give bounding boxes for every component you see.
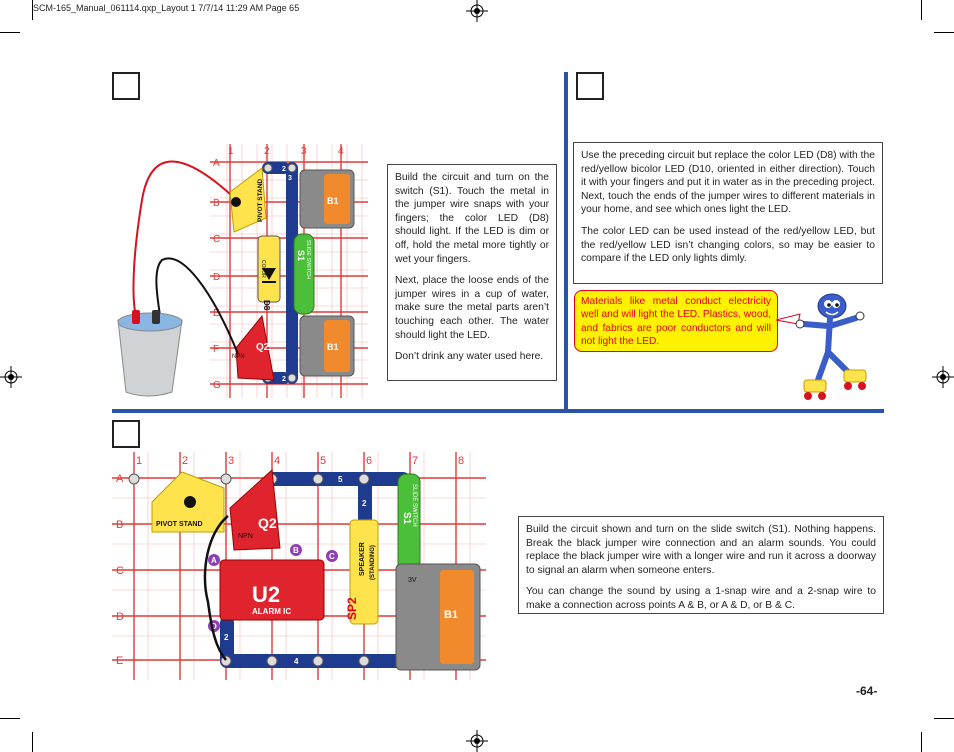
instructions-paragraph: Next, place the loose ends of the jumper… bbox=[395, 275, 549, 341]
row-label: A bbox=[213, 158, 220, 169]
svg-text:S1: S1 bbox=[296, 250, 306, 261]
svg-text:D: D bbox=[211, 622, 217, 631]
row-label: C bbox=[213, 234, 220, 245]
svg-text:A: A bbox=[211, 556, 217, 565]
row-label: E bbox=[116, 655, 123, 667]
col-label: 4 bbox=[274, 455, 280, 467]
registration-mark-top bbox=[466, 0, 488, 22]
svg-text:2: 2 bbox=[282, 376, 286, 383]
project-number-box-3 bbox=[112, 420, 140, 448]
svg-text:5: 5 bbox=[338, 475, 343, 484]
svg-text:(STANDING): (STANDING) bbox=[370, 545, 376, 580]
svg-text:D8: D8 bbox=[262, 300, 271, 311]
svg-text:S1: S1 bbox=[401, 512, 412, 525]
row-label: F bbox=[213, 344, 219, 355]
svg-text:SP2: SP2 bbox=[345, 597, 359, 620]
col-label: 3 bbox=[301, 146, 307, 157]
row-label: E bbox=[213, 308, 220, 319]
svg-text:3V: 3V bbox=[408, 577, 417, 584]
svg-text:B1: B1 bbox=[444, 609, 458, 621]
svg-text:U2: U2 bbox=[252, 582, 280, 607]
svg-text:ALARM IC: ALARM IC bbox=[252, 607, 291, 616]
col-label: 5 bbox=[320, 455, 326, 467]
row-label: B bbox=[213, 198, 220, 209]
vertical-divider bbox=[564, 72, 568, 410]
svg-text:2: 2 bbox=[362, 499, 367, 508]
row-label: A bbox=[116, 473, 124, 485]
col-label: 1 bbox=[136, 455, 142, 467]
horizontal-divider bbox=[112, 409, 884, 413]
tip-callout: Materials like metal conduct electricity… bbox=[574, 290, 778, 352]
instructions-paragraph: Don’t drink any water used here. bbox=[395, 351, 544, 363]
instructions-paragraph: You can change the sound by using a 1-sn… bbox=[526, 586, 876, 611]
col-label: 6 bbox=[366, 455, 372, 467]
svg-text:PIVOT STAND: PIVOT STAND bbox=[156, 521, 203, 528]
svg-text:B: B bbox=[293, 546, 299, 555]
svg-text:B1: B1 bbox=[327, 342, 339, 352]
circuit-diagram-bottom: 1 2 3 4 5 6 7 8 A B C D E 4 5 2 2 PIVOT … bbox=[112, 452, 486, 680]
col-label: 4 bbox=[338, 146, 344, 157]
registration-mark-right bbox=[932, 366, 954, 388]
col-label: 1 bbox=[228, 146, 234, 157]
svg-text:Q2: Q2 bbox=[258, 515, 277, 531]
page-number: -64- bbox=[856, 684, 878, 698]
instructions-paragraph: The color LED can be used instead of the… bbox=[581, 225, 875, 265]
svg-text:NPN: NPN bbox=[232, 354, 245, 360]
col-label: 2 bbox=[182, 455, 188, 467]
svg-text:3: 3 bbox=[288, 175, 292, 182]
registration-mark-left bbox=[0, 366, 22, 388]
file-header: SCM-165_Manual_061114.qxp_Layout 1 7/7/1… bbox=[33, 3, 300, 13]
instructions-paragraph: Build the circuit shown and turn on the … bbox=[526, 524, 876, 576]
svg-text:SPEAKER: SPEAKER bbox=[359, 542, 366, 576]
project-number-box-1 bbox=[112, 72, 140, 100]
svg-text:COLOR: COLOR bbox=[260, 260, 266, 278]
svg-text:2: 2 bbox=[282, 166, 286, 173]
col-label: 2 bbox=[264, 146, 270, 157]
row-label: B bbox=[116, 519, 123, 531]
registration-mark-bottom bbox=[466, 730, 488, 752]
project-number-box-2 bbox=[576, 72, 604, 100]
svg-text:4: 4 bbox=[294, 657, 299, 666]
svg-text:B1: B1 bbox=[327, 196, 339, 206]
circuit-diagram-top: 1 2 3 4 A B C D E F G 2 2 3 PIVOT STAND … bbox=[117, 144, 368, 398]
svg-text:Q2: Q2 bbox=[256, 342, 270, 353]
svg-text:SLIDE SWITCH: SLIDE SWITCH bbox=[305, 240, 311, 279]
instructions-box-top-left: Build the circuit and turn on the switch… bbox=[387, 164, 557, 381]
row-label: C bbox=[116, 565, 124, 577]
col-label: 7 bbox=[412, 455, 418, 467]
instructions-box-bottom: Build the circuit shown and turn on the … bbox=[518, 516, 884, 614]
instructions-paragraph: Build the circuit and turn on the switch… bbox=[395, 172, 549, 265]
mascot-illustration bbox=[776, 293, 867, 400]
svg-text:C: C bbox=[329, 552, 335, 561]
svg-text:NPN: NPN bbox=[238, 533, 253, 540]
svg-text:SLIDE SWITCH: SLIDE SWITCH bbox=[411, 484, 417, 527]
row-label: D bbox=[116, 611, 124, 623]
col-label: 3 bbox=[228, 455, 234, 467]
row-label: G bbox=[213, 380, 221, 391]
svg-text:2: 2 bbox=[224, 633, 229, 642]
svg-text:PIVOT STAND: PIVOT STAND bbox=[257, 178, 264, 222]
instructions-paragraph: Use the preceding circuit but replace th… bbox=[581, 150, 875, 216]
instructions-box-top-right: Use the preceding circuit but replace th… bbox=[573, 142, 883, 284]
col-label: 8 bbox=[458, 455, 464, 467]
row-label: D bbox=[213, 272, 220, 283]
